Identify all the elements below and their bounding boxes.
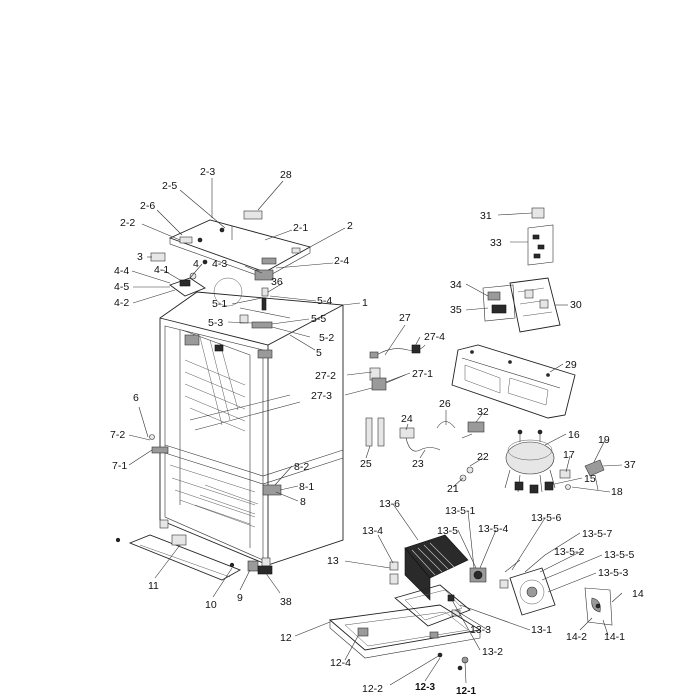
label-7-1: 7-1 [112,460,127,472]
label-8-1: 8-1 [299,481,314,493]
label-5-4: 5-4 [317,295,332,307]
label-13-5-4: 13-5-4 [478,523,509,535]
label-34: 34 [450,279,462,291]
label-27-1: 27-1 [412,368,433,380]
label-29: 29 [565,359,577,371]
label-4-2: 4-2 [114,297,129,309]
label-13-5-7: 13-5-7 [582,528,613,540]
label-4-3: 4-3 [212,258,227,270]
label-7-2: 7-2 [110,429,125,441]
label-38: 38 [280,596,292,608]
label-5-2: 5-2 [319,332,334,344]
label-33: 33 [490,237,502,249]
label-8-2: 8-2 [294,461,309,473]
control-parts-drawing [365,207,605,494]
label-4: 4 [193,258,199,270]
label-2-5: 2-5 [162,180,177,192]
label-11: 11 [148,580,159,592]
label-6: 6 [133,392,139,404]
label-2-4: 2-4 [334,255,349,267]
label-23: 23 [412,458,424,470]
label-27-2: 27-2 [315,370,336,382]
label-9: 9 [237,592,243,604]
label-10: 10 [205,599,217,611]
label-26: 26 [439,398,451,410]
label-12-3: 12-3 [415,682,435,693]
label-2-1: 2-1 [293,222,308,234]
label-13-5-6: 13-5-6 [531,512,562,524]
label-5-3: 5-3 [208,317,223,329]
label-22: 22 [477,451,489,463]
label-14-1: 14-1 [604,631,625,643]
hinge-parts-drawing [150,252,291,329]
label-13: 13 [327,555,339,567]
label-4-4: 4-4 [114,265,129,277]
label-27-3: 27-3 [311,390,332,402]
label-32: 32 [477,406,489,418]
label-21: 21 [447,483,459,495]
part-labels: 2-3 28 2-5 2-6 2-1 2 2-2 3 4 4-3 2-4 4-4… [110,166,644,697]
label-14: 14 [632,588,644,600]
label-14-2: 14-2 [566,631,587,643]
label-13-2: 13-2 [482,646,503,658]
label-12-4: 12-4 [330,657,351,669]
label-25: 25 [360,458,372,470]
label-13-5-2: 13-5-2 [554,546,585,558]
machine-compartment-drawing [328,534,613,671]
label-17: 17 [563,449,575,461]
label-15: 15 [584,473,596,485]
bottom-cover-drawing [115,534,273,581]
label-35: 35 [450,304,462,316]
label-12-2: 12-2 [362,683,383,695]
label-31: 31 [480,210,492,222]
top-cover-drawing [168,210,312,279]
label-2: 2 [347,220,353,232]
label-5: 5 [316,347,322,359]
label-13-6: 13-6 [379,498,400,510]
label-2-6: 2-6 [140,200,155,212]
label-24: 24 [401,413,413,425]
label-13-1: 13-1 [531,624,552,636]
label-4-5: 4-5 [114,281,129,293]
label-3: 3 [137,251,143,263]
label-13-4: 13-4 [362,525,383,537]
label-13-3: 13-3 [470,624,491,636]
label-37: 37 [624,459,636,471]
label-27-4: 27-4 [424,331,445,343]
label-5-5: 5-5 [311,313,326,325]
label-12-1: 12-1 [456,686,476,697]
leader-lines [128,178,623,686]
label-13-5-1: 13-5-1 [445,505,476,517]
label-28: 28 [280,169,292,181]
label-18: 18 [611,486,623,498]
label-13-5-5: 13-5-5 [604,549,635,561]
label-30: 30 [570,299,582,311]
label-1: 1 [362,297,368,309]
label-13-5: 13-5 [437,525,458,537]
label-27: 27 [399,312,411,324]
label-13-5-3: 13-5-3 [598,567,629,579]
label-2-3: 2-3 [200,166,215,178]
label-36: 36 [271,276,283,288]
label-12: 12 [280,632,292,644]
label-5-1: 5-1 [212,298,227,310]
label-16: 16 [568,429,580,441]
label-4-1: 4-1 [154,264,169,276]
label-19: 19 [598,434,610,446]
cabinet-drawing [149,291,344,567]
label-8: 8 [300,496,306,508]
label-2-2: 2-2 [120,217,135,229]
